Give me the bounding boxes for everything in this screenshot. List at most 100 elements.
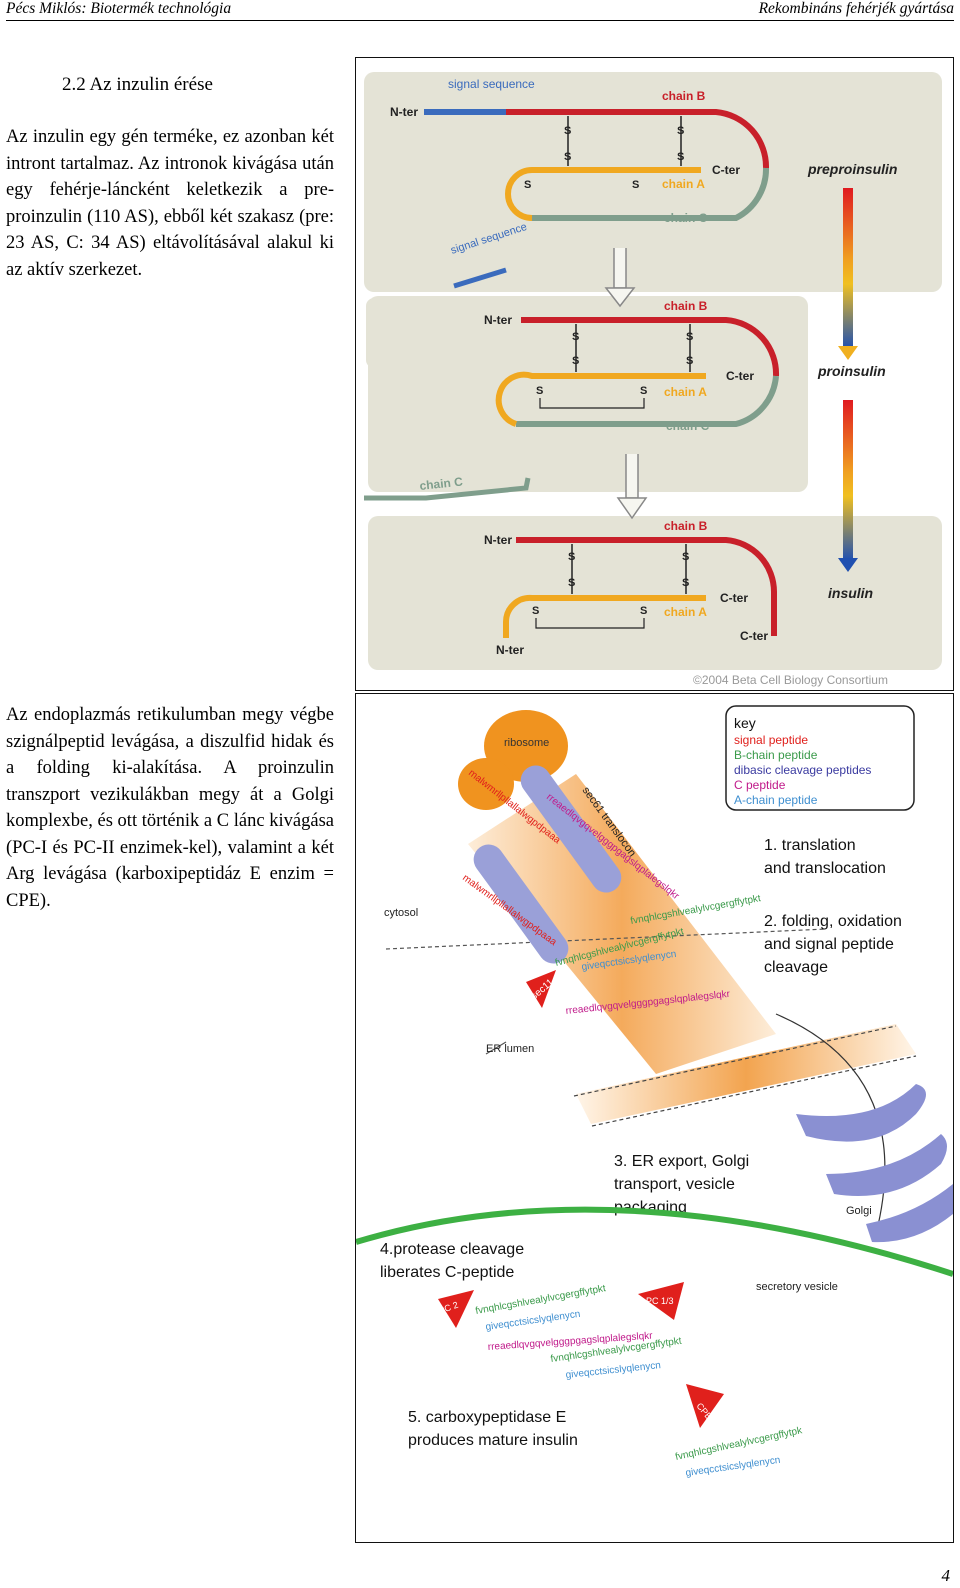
signal-sequence-label: signal sequence xyxy=(448,77,535,91)
legend-item: A-chain peptide xyxy=(734,793,818,807)
pc13-label: PC 1/3 xyxy=(646,1296,674,1306)
chain-a-label-3: chain A xyxy=(664,605,707,619)
cleaved-signal-bar xyxy=(453,267,507,289)
cytosol-label: cytosol xyxy=(384,907,418,919)
transport-path xyxy=(775,1013,886,1235)
er-channel xyxy=(468,774,776,1074)
mature-a-chain-seq: giveqcctsicslyqlenycn xyxy=(685,1455,781,1479)
translocon-left xyxy=(473,844,569,964)
legend-item: C peptide xyxy=(734,778,786,792)
panel-preproinsulin xyxy=(364,72,942,292)
header-right: Rekombináns fehérjék gyártása xyxy=(758,0,954,17)
chain-c-line xyxy=(532,167,770,221)
panel-proinsulin xyxy=(368,296,808,492)
chain-b-line xyxy=(506,109,770,169)
n-ter-label-3: N-ter xyxy=(484,533,512,547)
svg-text:S: S xyxy=(564,151,571,163)
pc2-enzyme xyxy=(438,1290,474,1328)
svg-text:S: S xyxy=(677,151,684,163)
legend-title: key xyxy=(734,715,756,731)
paragraph-1: Az inzulin egy gén terméke, ez azonban k… xyxy=(6,127,334,280)
sec11-protease xyxy=(526,970,556,1008)
secretory-vesicle-membrane xyxy=(355,1206,954,1277)
vesicle-b-chain-seq: fvnqhlcgshlvealylvcgergffytpkt xyxy=(475,1283,607,1317)
chain-c-label-2: chain C xyxy=(666,419,710,433)
golgi-stack xyxy=(796,1084,953,1243)
figure2-svg: ribosome sec61 translocon malwmrllpllall… xyxy=(355,705,954,1479)
figure1-svg: N-ter signal sequence chain B chain A ch… xyxy=(364,72,942,687)
ribosome-label: ribosome xyxy=(504,737,549,749)
chain-a-line-2 xyxy=(495,371,706,427)
section-title: 2.2 Az inzulin érése xyxy=(62,74,213,95)
figure-insulin-processing: N-ter signal sequence chain B chain A ch… xyxy=(355,57,954,691)
cleaved-chain-c-line xyxy=(364,477,531,501)
figure-insulin-biosynthesis-pathway: ribosome sec61 translocon malwmrllpllall… xyxy=(355,693,954,1543)
header-left: Pécs Miklós: Biotermék technológia xyxy=(6,0,232,17)
panel-insulin xyxy=(368,516,942,670)
chain-b-label-2: chain B xyxy=(664,299,708,313)
transport-vesicle xyxy=(576,1024,916,1124)
chain-b-line-2 xyxy=(521,317,780,377)
svg-text:S: S xyxy=(632,179,639,191)
progress-arrow-shaft-2 xyxy=(843,400,853,560)
page-header: Pécs Miklós: Biotermék technológia Rekom… xyxy=(0,0,960,21)
golgi-label: Golgi xyxy=(846,1205,872,1217)
chain-c-line-2 xyxy=(516,375,779,427)
secretory-vesicle-label: secretory vesicle xyxy=(756,1281,838,1293)
mature-b-chain-seq: fvnqhlcgshlvealylvcgergffytpk xyxy=(674,1425,804,1463)
svg-text:S: S xyxy=(677,125,684,137)
svg-text:S: S xyxy=(572,331,579,343)
chain-a-line xyxy=(505,167,701,221)
translocon-right xyxy=(520,765,622,893)
svg-text:S: S xyxy=(536,385,543,397)
n-ter-label-2: N-ter xyxy=(484,313,512,327)
svg-text:S: S xyxy=(568,577,575,589)
c-ter-label-2: C-ter xyxy=(726,369,754,383)
ribosome-large-subunit xyxy=(484,710,568,782)
c-ter-label-3: C-ter xyxy=(720,591,748,605)
er-lumen-label: ER lumen xyxy=(486,1043,534,1055)
cpe-enzyme xyxy=(686,1384,724,1428)
legend-item: B-chain peptide xyxy=(734,748,818,762)
chain-c-label-1: chain C xyxy=(664,211,708,225)
progress-arrow-head-1 xyxy=(838,346,858,360)
svg-text:S: S xyxy=(686,331,693,343)
page-number: 4 xyxy=(941,1566,951,1585)
svg-text:S: S xyxy=(568,551,575,563)
n-ter-label-4: N-ter xyxy=(496,643,524,657)
preproinsulin-label: preproinsulin xyxy=(807,161,897,177)
intermediate-a-chain-seq: giveqcctsicslyqlenycn xyxy=(565,1360,661,1381)
chain-a-label-2: chain A xyxy=(664,385,707,399)
chain-b-label-3: chain B xyxy=(664,519,708,533)
chain-b-label-1: chain B xyxy=(662,89,706,103)
c-ter-label-4: C-ter xyxy=(740,629,768,643)
pc13-enzyme xyxy=(638,1282,684,1320)
chain-a-line-3 xyxy=(502,594,706,638)
step-arrow-1 xyxy=(613,248,627,289)
header-rule xyxy=(6,20,954,21)
svg-text:S: S xyxy=(532,605,539,617)
svg-text:S: S xyxy=(640,605,647,617)
n-ter-label-1: N-ter xyxy=(390,105,418,119)
legend-item: dibasic cleavage peptides xyxy=(734,763,871,777)
insulin-label: insulin xyxy=(828,585,873,601)
svg-text:S: S xyxy=(572,355,579,367)
svg-text:S: S xyxy=(564,125,571,137)
proinsulin-label: proinsulin xyxy=(817,363,886,379)
paragraph-2: Az endoplazmás retikulumban megy végbe s… xyxy=(6,705,334,911)
svg-text:S: S xyxy=(682,551,689,563)
svg-text:S: S xyxy=(686,355,693,367)
svg-text:S: S xyxy=(640,385,647,397)
cleaved-chain-c-label: chain C xyxy=(419,474,464,492)
figure1-copyright: ©2004 Beta Cell Biology Consortium xyxy=(693,673,888,687)
c-ter-label-1: C-ter xyxy=(712,163,740,177)
svg-text:S: S xyxy=(682,577,689,589)
ribosome-small-subunit xyxy=(458,758,514,810)
